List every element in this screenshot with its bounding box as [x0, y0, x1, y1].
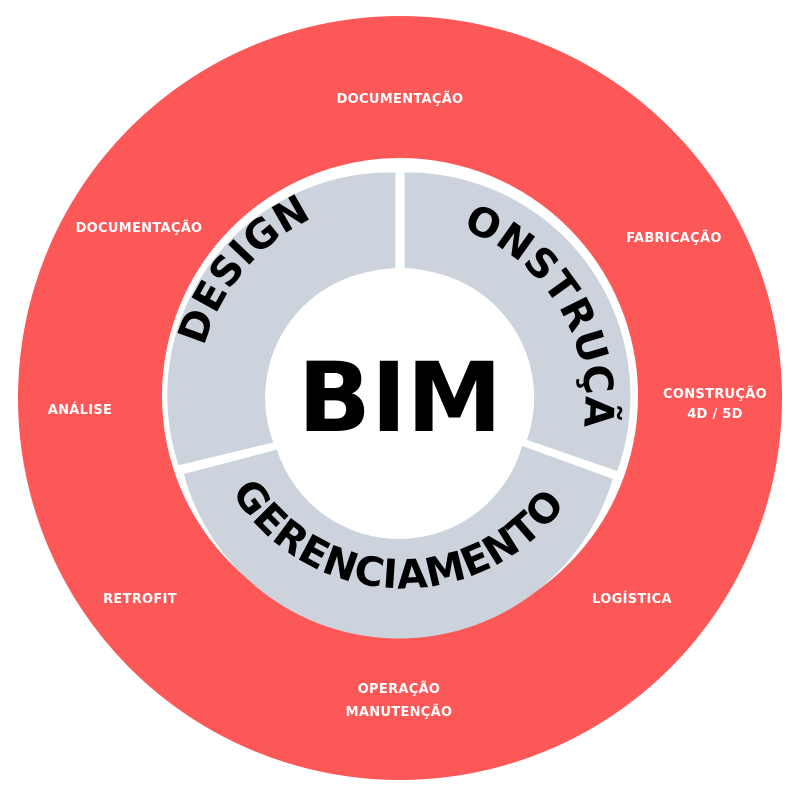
outer-label-operacao-line1: OPERAÇÃO: [358, 681, 441, 697]
outer-label-construcao-4d-line1: CONSTRUÇÃO: [663, 386, 767, 402]
outer-label-retrofit: RETROFIT: [103, 592, 177, 607]
segment-gerenciamento: [183, 445, 613, 639]
center-disc: [272, 268, 528, 524]
outer-label-analise: ANÁLISE: [48, 402, 112, 418]
segment-design: [167, 172, 396, 466]
outer-label-documentacao-left: DOCUMENTAÇÃO: [76, 220, 203, 236]
outer-label-construcao-4d-line2: 4D / 5D: [687, 407, 743, 422]
segment-construcao: [404, 172, 631, 471]
outer-label-fabricacao: FABRICAÇÃO: [626, 230, 721, 246]
outer-label-documentacao-top: DOCUMENTAÇÃO: [337, 91, 464, 107]
outer-label-logistica: LOGÍSTICA: [592, 591, 672, 607]
outer-label-operacao-line2: MANUTENÇÃO: [346, 704, 453, 720]
center-label: BIM: [298, 342, 502, 454]
